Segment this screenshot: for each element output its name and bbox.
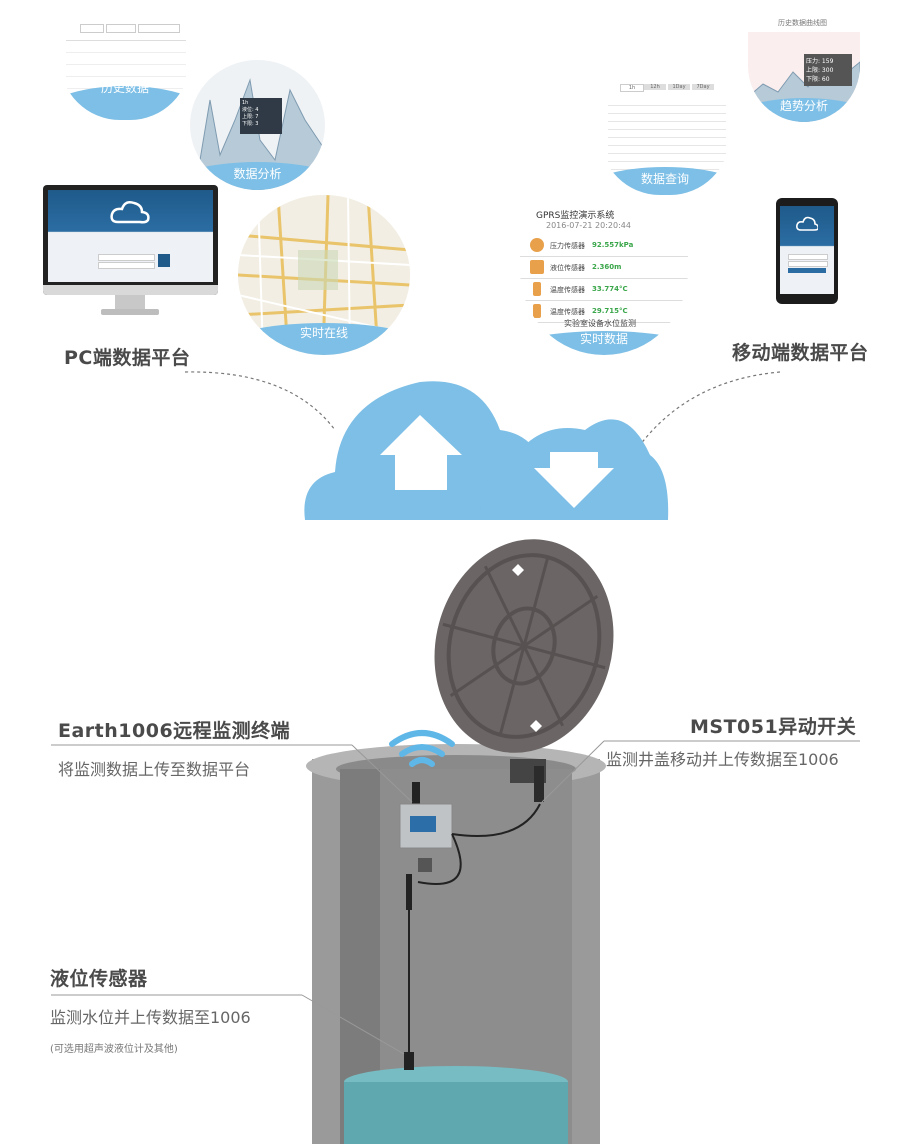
- manhole-illustration: [51, 539, 860, 1144]
- level-sensor-title: 液位传感器: [50, 968, 148, 990]
- realtime-title: GPRS监控演示系统: [536, 211, 615, 221]
- analysis-chart: [190, 78, 325, 190]
- analysis-legend-item: 下限: 3: [242, 121, 259, 127]
- upload-arrow-icon: [380, 415, 462, 490]
- sensor-value: 29.715°C: [592, 307, 628, 315]
- query-tab[interactable]: 12h: [644, 84, 666, 90]
- sensor-row: 温度传感器 33.774°C: [520, 278, 688, 301]
- thermometer-icon: [533, 282, 541, 296]
- tablet-screen: [780, 206, 834, 294]
- cloud-diagram: [184, 371, 781, 520]
- pc-monitor: [43, 185, 218, 325]
- gauge-icon: [530, 238, 544, 252]
- trend-legend-item: 上限: 300: [806, 67, 834, 74]
- mst051-title: MST051异动开关: [690, 716, 857, 738]
- level-sensor-desc: 监测水位并上传数据至1006: [50, 1008, 251, 1027]
- sensor-name: 温度传感器: [550, 286, 585, 294]
- query-tabs: 1h 12h 1Day 7Day: [620, 84, 730, 94]
- data-query-bubble: 1h 12h 1Day 7Day 数据查询: [600, 80, 730, 195]
- mobile-tablet: [776, 198, 838, 304]
- trend-title: 历史数据曲线图: [778, 19, 827, 27]
- realtime-online-bubble: 实时在线: [238, 195, 410, 355]
- analysis-legend-item: 上限: 7: [242, 114, 259, 120]
- realtime-timestamp: 2016-07-21 20:20:44: [546, 221, 631, 230]
- realtime-footer: 实验室设备水位监测: [564, 319, 636, 328]
- mobile-platform-label: 移动端数据平台: [732, 342, 869, 364]
- query-tab[interactable]: 1h: [620, 84, 644, 92]
- sensor-name: 压力传感器: [550, 242, 585, 250]
- realtime-data-bubble: GPRS监控演示系统 2016-07-21 20:20:44 压力传感器 92.…: [520, 200, 688, 355]
- history-caption: 历史数据: [100, 81, 149, 95]
- analysis-legend-item: 液位: 4: [242, 107, 259, 113]
- mst051-desc: 监测井盖移动并上传数据至1006: [606, 750, 839, 769]
- trend-legend-item: 压力: 159: [806, 58, 834, 65]
- pc-platform-label: PC端数据平台: [64, 347, 191, 369]
- earth1006-title: Earth1006远程监测终端: [58, 720, 291, 742]
- wifi-icon: [389, 730, 455, 767]
- trend-caption: 趋势分析: [779, 99, 828, 113]
- level-sensor-note: (可选用超声波液位计及其他): [50, 1044, 178, 1055]
- cloud-logo-icon: [796, 216, 818, 231]
- level-icon: [530, 260, 544, 274]
- trend-analysis-bubble: 历史数据曲线图 压力: 159 上限: 300 下限: 60 趋势分析: [748, 12, 860, 122]
- online-caption: 实时在线: [299, 326, 348, 340]
- analysis-legend: 1h 液位: 4 上限: 7 下限: 3: [240, 98, 282, 134]
- sensor-value: 33.774°C: [592, 285, 628, 293]
- query-caption: 数据查询: [640, 172, 689, 186]
- query-table: [608, 98, 726, 173]
- download-arrow-icon: [534, 452, 614, 508]
- sensor-name: 温度传感器: [550, 308, 585, 316]
- thermometer-icon: [533, 304, 541, 318]
- sensor-name: 液位传感器: [550, 264, 585, 272]
- monitor-screen: [43, 185, 218, 295]
- cloud-logo-icon: [110, 201, 150, 224]
- query-tab[interactable]: 1Day: [668, 84, 690, 90]
- analysis-legend-title: 1h: [242, 100, 249, 106]
- sensor-row: 温度传感器 29.715°C: [520, 300, 688, 323]
- data-analysis-bubble: 1h 液位: 4 上限: 7 下限: 3 数据分析: [190, 60, 325, 190]
- monitor-base: [101, 309, 159, 315]
- query-tab[interactable]: 7Day: [692, 84, 714, 90]
- sensor-row: 液位传感器 2.360m: [520, 256, 688, 279]
- trend-legend: 压力: 159 上限: 300 下限: 60: [804, 54, 852, 86]
- trend-legend-item: 下限: 60: [806, 76, 830, 83]
- history-data-bubble: 历史数据: [60, 10, 190, 120]
- realtime-caption: 实时数据: [579, 332, 628, 346]
- level-sensor: [404, 1052, 414, 1070]
- monitor-stand: [115, 295, 145, 309]
- analysis-caption: 数据分析: [233, 167, 282, 181]
- sensor-value: 2.360m: [592, 263, 622, 271]
- earth1006-desc: 将监测数据上传至数据平台: [58, 760, 251, 779]
- sensor-row: 压力传感器 92.557kPa: [520, 234, 688, 257]
- sensor-value: 92.557kPa: [592, 241, 634, 249]
